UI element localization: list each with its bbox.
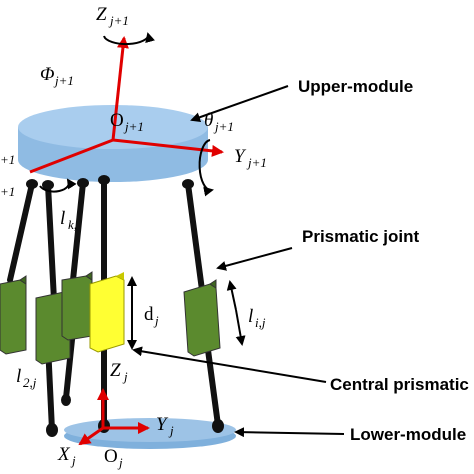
upper-module-leader — [190, 85, 289, 123]
actuator-3 — [61, 271, 93, 341]
actuator-1 — [0, 275, 27, 355]
leg-far-left-upper — [7, 181, 35, 283]
left-partial-label-b: +1 — [0, 184, 15, 199]
svg-text:Z: Z — [110, 360, 121, 381]
svg-text:l: l — [16, 366, 21, 387]
lower-origin-label: O j — [104, 446, 123, 470]
joint-lower-3 — [212, 419, 224, 433]
svg-text:+1: +1 — [0, 184, 15, 199]
lower-frame-axes — [78, 388, 150, 446]
svg-text:Φ: Φ — [40, 64, 54, 85]
svg-text:j: j — [168, 423, 174, 438]
leg-right-lower — [205, 347, 221, 428]
theta-label: θ j+1 — [204, 110, 234, 134]
dimension-arrows — [127, 276, 246, 350]
l-arrow-up — [226, 280, 237, 311]
svg-text:j+1: j+1 — [213, 119, 234, 134]
leg-mid-lower — [63, 327, 76, 401]
prismatic-joint-label: Prismatic joint — [302, 227, 419, 246]
svg-text:Z: Z — [96, 4, 107, 25]
svg-text:O: O — [104, 446, 118, 467]
actuator-4 — [183, 279, 221, 357]
upper-z-label: Z j+1 — [96, 4, 129, 28]
upper-x-axis — [29, 138, 114, 174]
lower-x-label: X j — [57, 444, 76, 468]
prismatic-actuators — [0, 271, 221, 365]
joint-upper-2 — [42, 180, 54, 190]
lower-x-axis — [78, 426, 104, 446]
joints — [26, 175, 224, 437]
leg-mid-upper — [70, 180, 86, 283]
lk-label: l k, — [60, 208, 77, 232]
svg-text:j+1: j+1 — [123, 119, 144, 134]
svg-text:k,: k, — [68, 217, 77, 232]
l2j-label: l 2,j — [16, 366, 37, 390]
svg-text:j+1: j+1 — [108, 13, 129, 28]
rotation-arrows — [39, 32, 214, 197]
svg-text:j: j — [117, 455, 123, 470]
joint-lower-1 — [46, 423, 58, 437]
upper-frame-axes — [29, 36, 224, 174]
theta-rotation-arrow — [198, 139, 214, 197]
svg-text:l: l — [60, 208, 65, 229]
svg-text:+1: +1 — [0, 152, 15, 167]
svg-text:Y: Y — [156, 414, 169, 435]
prismatic-joint-leader — [216, 247, 293, 271]
leg-right-upper — [185, 181, 205, 293]
svg-text:j: j — [70, 453, 76, 468]
svg-text:Y: Y — [234, 146, 247, 167]
central-prismatic-leader — [132, 346, 327, 383]
leader-arrows — [132, 85, 345, 438]
svg-text:i,j: i,j — [255, 315, 266, 330]
left-partial-label-a: +1 — [0, 152, 15, 167]
upper-z-axis — [111, 36, 129, 141]
upper-y-axis — [112, 138, 224, 157]
svg-text:j: j — [122, 369, 128, 384]
lower-y-label: Y j — [156, 414, 174, 438]
central-prismatic-label: Central prismatic — [330, 375, 469, 394]
l-arrow-down — [235, 309, 246, 346]
joint-upper-3 — [77, 178, 89, 188]
svg-text:j+1: j+1 — [246, 155, 267, 170]
svg-text:j+1: j+1 — [53, 73, 74, 88]
central-prismatic-actuator — [89, 272, 125, 353]
svg-text:l: l — [248, 306, 253, 327]
svg-text:2,j: 2,j — [23, 375, 37, 390]
svg-text:j: j — [153, 313, 159, 328]
joint-upper-1 — [26, 179, 38, 189]
phi-rotation-arrow — [103, 32, 155, 46]
joint-upper-5 — [182, 179, 194, 189]
joint-upper-4 — [98, 175, 110, 185]
upper-origin-label: O j+1 — [110, 110, 144, 134]
left-rotation-arrow — [39, 178, 77, 193]
svg-text:θ: θ — [204, 110, 213, 131]
upper-y-label: Y j+1 — [234, 146, 267, 170]
d-label: d j — [144, 304, 159, 328]
leg-left-upper — [45, 182, 57, 303]
joint-lower-4 — [61, 394, 71, 406]
upper-module-label: Upper-module — [298, 77, 413, 96]
svg-text:X: X — [57, 444, 71, 465]
lower-z-label: Z j — [110, 360, 128, 384]
phi-label: Φ j+1 — [40, 64, 74, 88]
lower-module-leader — [234, 427, 345, 438]
svg-text:d: d — [144, 304, 154, 325]
svg-text:O: O — [110, 110, 124, 131]
lower-module-label: Lower-module — [350, 425, 466, 444]
lij-label: l i,j — [248, 306, 266, 330]
lower-module — [64, 418, 236, 449]
